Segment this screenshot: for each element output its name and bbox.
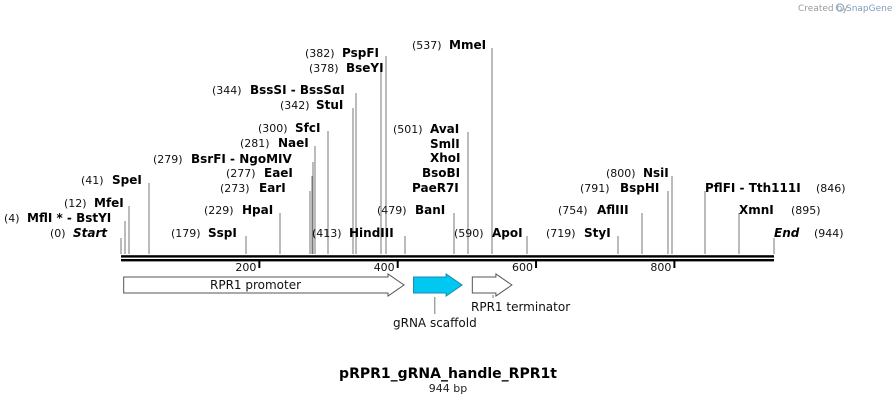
site-position: (4) <box>4 212 20 225</box>
site-position: (281) <box>240 137 270 150</box>
ruler-tick-label: 800 <box>650 261 671 274</box>
site-position: (342) <box>280 99 310 112</box>
site-enzyme: PaeR7I <box>412 181 459 195</box>
site-position: (12) <box>64 197 87 210</box>
site-position: (41) <box>81 174 104 187</box>
ruler-tick-label: 200 <box>235 261 256 274</box>
ruler-tick-label: 600 <box>512 261 533 274</box>
site-enzyme: SmlI <box>430 137 460 151</box>
site-enzyme: EarI <box>259 181 286 195</box>
site-position: (279) <box>153 153 183 166</box>
site-position: (791) <box>580 182 610 195</box>
site-enzyme: SfcI <box>295 121 320 135</box>
site-enzyme: BsoBI <box>422 166 460 180</box>
feature-arrow <box>413 273 463 297</box>
plasmid-name: pRPR1_gRNA_handle_RPR1t <box>339 366 557 382</box>
site-position: (229) <box>204 204 234 217</box>
snapgene-logo-icon <box>835 3 845 12</box>
site-enzyme: StuI <box>316 98 343 112</box>
site-enzyme: SpeI <box>112 173 142 187</box>
site-enzyme: BsrFI - NgoMIV <box>191 152 292 166</box>
feature-arrow <box>471 273 513 297</box>
site-position: (300) <box>258 122 288 135</box>
features: RPR1 promoter gRNA scaffold RPR1 terminato… <box>123 273 570 330</box>
site-position: (501) <box>393 123 423 136</box>
site-enzyme: BseYI <box>346 61 384 75</box>
feature-arrow <box>123 273 405 297</box>
site-enzyme: BspHI <box>620 181 659 195</box>
plasmid-length: 944 bp <box>429 382 467 395</box>
site-position: (378) <box>309 62 339 75</box>
feature-label: gRNA scaffold <box>393 316 477 330</box>
site-enzyme: AflIII <box>597 203 629 217</box>
site-enzyme: MfeI <box>94 196 124 210</box>
site-enzyme: MflI * - BstYI <box>27 211 111 225</box>
site-enzyme: BanI <box>415 203 445 217</box>
site-position: (846) <box>816 182 846 195</box>
site-enzyme: SspI <box>208 226 237 240</box>
site-position: (413) <box>312 227 342 240</box>
site-position: (277) <box>226 167 256 180</box>
site-enzyme: AvaI <box>430 122 459 136</box>
ruler-tick-label: 400 <box>374 261 395 274</box>
site-enzyme: XmnI <box>739 203 774 217</box>
site-position: (479) <box>377 204 407 217</box>
site-position: (944) <box>814 227 844 240</box>
site-position: (754) <box>558 204 588 217</box>
site-position: (800) <box>606 167 636 180</box>
ruler: 200 400 600 800 <box>235 261 676 274</box>
site-enzyme: XhoI <box>430 151 461 165</box>
site-position: (179) <box>171 227 201 240</box>
credit-text: Created by <box>798 4 848 14</box>
site-enzyme: BssSI - BssSαI <box>250 83 345 97</box>
sequence-bar <box>121 255 774 262</box>
site-position: (719) <box>546 227 576 240</box>
site-enzyme: HpaI <box>242 203 273 217</box>
site-position: (895) <box>791 204 821 217</box>
site-enzyme: PflFI - Tth111I <box>705 181 801 195</box>
site-enzyme: StyI <box>584 226 611 240</box>
site-position: (537) <box>412 39 442 52</box>
feature-label: RPR1 promoter <box>210 278 301 292</box>
site-enzyme: HindIII <box>349 226 394 240</box>
site-enzyme: EaeI <box>264 166 293 180</box>
site-enzyme: End <box>774 226 800 240</box>
site-position: (344) <box>212 84 242 97</box>
site-enzyme: Start <box>73 226 108 240</box>
site-enzyme: NaeI <box>278 136 309 150</box>
site-position: (273) <box>220 182 250 195</box>
site-position: (0) <box>50 227 66 240</box>
site-enzyme: NsiI <box>643 166 669 180</box>
site-enzyme: ApoI <box>492 226 523 240</box>
site-position: (382) <box>305 47 335 60</box>
credit-brand: SnapGene <box>846 4 893 14</box>
site-position: (590) <box>454 227 484 240</box>
site-enzyme: PspFI <box>342 46 379 60</box>
restriction-sites: (0) Start (4) MflI * - BstYI(12) MfeI (41) Spe… <box>4 38 846 254</box>
site-enzyme: MmeI <box>449 38 486 52</box>
feature-label: RPR1 terminator <box>471 300 570 314</box>
